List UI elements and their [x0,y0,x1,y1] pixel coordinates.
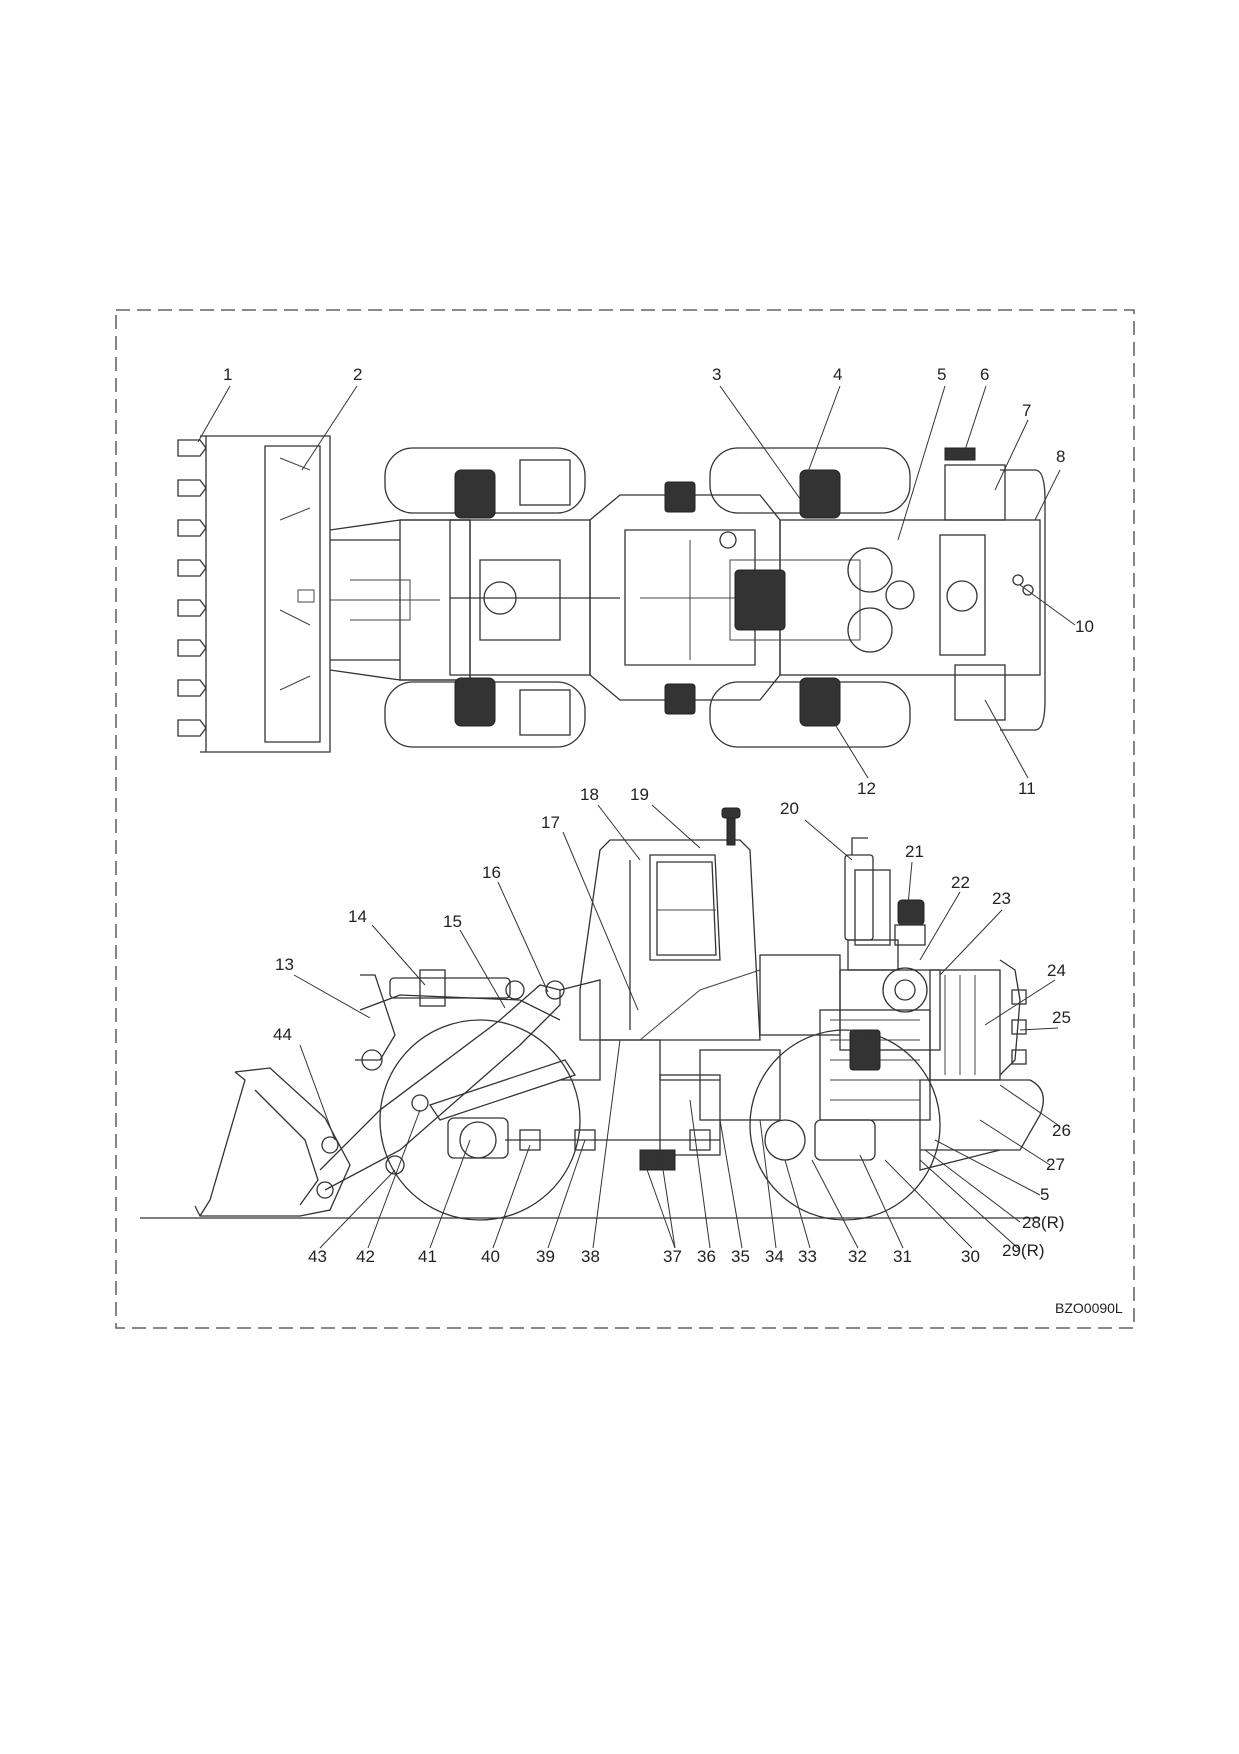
callout-side-6: 19 [630,785,649,804]
callout-side-20: 32 [848,1247,867,1266]
callout-side-26: 38 [581,1247,600,1266]
callout-side-4: 17 [541,813,560,832]
callout-side-18: 30 [961,1247,980,1266]
drawing-code: BZO0090L [1055,1300,1123,1316]
callout-top-4: 5 [937,365,946,384]
top-view-leaders [197,385,1076,779]
callout-side-10: 23 [992,889,1011,908]
dashed-frame [115,309,1135,1329]
callout-side-12: 25 [1052,1008,1071,1027]
callout-side-21: 33 [798,1247,817,1266]
callout-side-19: 31 [893,1247,912,1266]
callout-top-9: 11 [1018,779,1036,798]
callout-top-0: 1 [223,365,232,384]
callout-top-3: 4 [833,365,842,384]
callout-top-5: 6 [980,365,989,384]
side-view-leaders [293,804,1059,1251]
callout-side-11: 24 [1047,961,1066,980]
top-view-callouts: 1 2 3 4 5 6 7 8 10 11 12 [223,365,1094,798]
top-view-drawing [177,435,1046,753]
callout-side-0: 13 [275,955,294,974]
callout-side-5: 18 [580,785,599,804]
callout-side-27: 39 [536,1247,555,1266]
callout-side-1: 14 [348,907,367,926]
callout-side-9: 22 [951,873,970,892]
callout-side-8: 21 [905,842,924,861]
callout-side-2: 15 [443,912,462,931]
callout-side-32: 44 [273,1025,292,1044]
callout-top-10: 12 [857,779,876,798]
callout-top-7: 8 [1056,447,1065,466]
bucket-teeth [177,439,207,737]
callout-side-14: 27 [1046,1155,1065,1174]
callout-side-25: 37 [663,1247,682,1266]
callout-side-16: 28(R) [1022,1213,1065,1232]
callout-side-17: 29(R) [1002,1241,1045,1260]
callout-side-7: 20 [780,799,799,818]
callout-top-2: 3 [712,365,721,384]
callout-top-8: 10 [1075,617,1094,636]
callout-side-24: 36 [697,1247,716,1266]
callout-side-23: 35 [731,1247,750,1266]
callout-top-6: 7 [1022,401,1031,420]
callout-top-1: 2 [353,365,362,384]
callout-side-13: 26 [1052,1121,1071,1140]
callout-side-29: 41 [418,1247,437,1266]
callout-side-15: 5 [1040,1185,1049,1204]
callout-side-30: 42 [356,1247,375,1266]
callout-side-22: 34 [765,1247,784,1266]
side-view-callouts: 13 14 15 16 17 18 19 20 21 22 23 24 25 2… [273,785,1071,1266]
side-view-drawing [140,807,1044,1221]
callout-side-3: 16 [482,863,501,882]
callout-side-31: 43 [308,1247,327,1266]
callout-side-28: 40 [481,1247,500,1266]
